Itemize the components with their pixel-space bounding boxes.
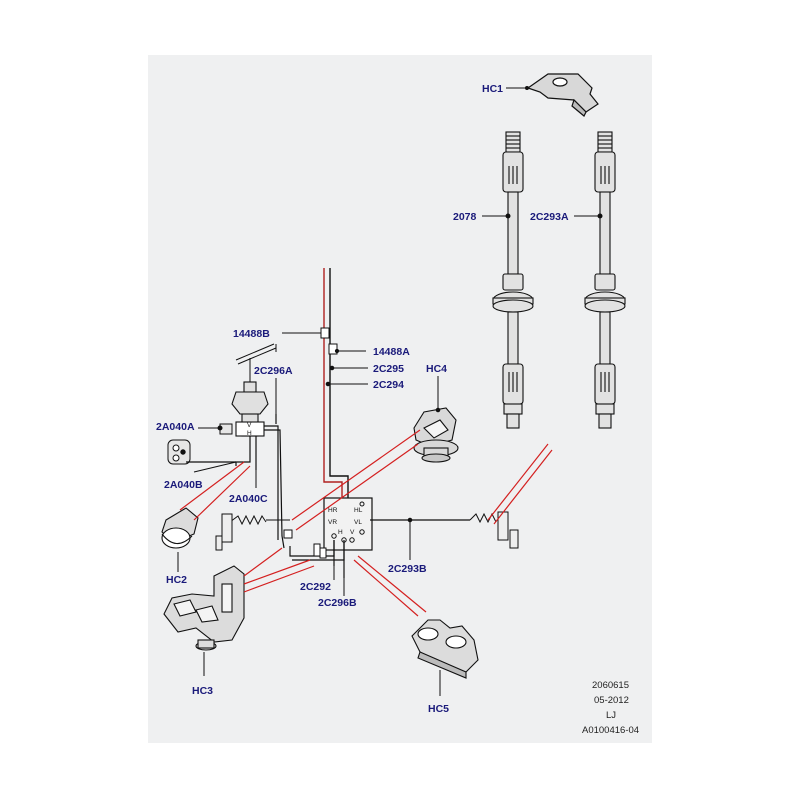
sensor-leaders [193,378,277,488]
valve-block-unions [283,529,327,559]
hc4-clip [413,407,459,463]
hose-leaders [482,213,603,219]
hc5-clip [411,619,479,679]
footer-illustration-number: 2060615 [592,680,629,691]
height-sensor-linkage [235,343,277,384]
hc3-clip [163,565,245,651]
block-label-vr: VR [328,519,337,526]
footer-author: LJ [606,710,616,721]
callout-2c296a: 2C296A [254,365,293,377]
callout-2c293b: 2C293B [388,563,427,575]
callout-2078: 2078 [453,211,477,223]
callout-2a040a: 2A040A [156,421,195,433]
callout-hc2: HC2 [166,574,187,586]
right-hose-end [469,511,519,549]
block-label-hl: HL [354,507,363,514]
main-brake-pipes [323,268,349,500]
hc2-clip [161,507,199,549]
callout-2a040b: 2A040B [164,479,203,491]
hc1-leader [506,86,529,90]
sensor-v-label: V [247,422,252,429]
callout-2c296b: 2C296B [318,597,357,609]
callout-14488a: 14488A [373,346,410,358]
callout-hc1: HC1 [482,83,503,95]
block-label-hr: HR [328,507,338,514]
callout-2c293a: 2C293A [530,211,569,223]
hc4-leader [435,376,441,413]
valve-block [323,497,373,551]
valve-block-leaders [333,517,413,596]
block-label-h: H [338,529,343,536]
hose-2078 [492,131,534,429]
callout-2c292: 2C292 [300,581,331,593]
height-sensor-body [231,381,269,437]
valve-block-pipes [289,519,470,578]
callout-hc3: HC3 [192,685,213,697]
callout-14488b: 14488B [233,328,270,340]
footer-date: 05-2012 [594,695,629,706]
block-label-vl: VL [354,519,362,526]
callout-2c295: 2C295 [373,363,404,375]
callout-2c294: 2C294 [373,379,404,391]
sensor-h-label: H [247,430,252,437]
left-hose-end [215,513,290,551]
block-label-v: V [350,529,355,536]
callout-hc5: HC5 [428,703,449,715]
pipe-leaders [282,332,368,387]
sensor-pipes [186,414,285,549]
hose-2c293a [584,131,626,429]
sensor-connector-2a040a [167,423,233,465]
callout-hc4: HC4 [426,363,447,375]
callout-2a040c: 2A040C [229,493,268,505]
hc1-bracket [526,73,599,117]
red-leader-lines [179,429,553,617]
footer-reference: A0100416-04 [582,725,639,736]
